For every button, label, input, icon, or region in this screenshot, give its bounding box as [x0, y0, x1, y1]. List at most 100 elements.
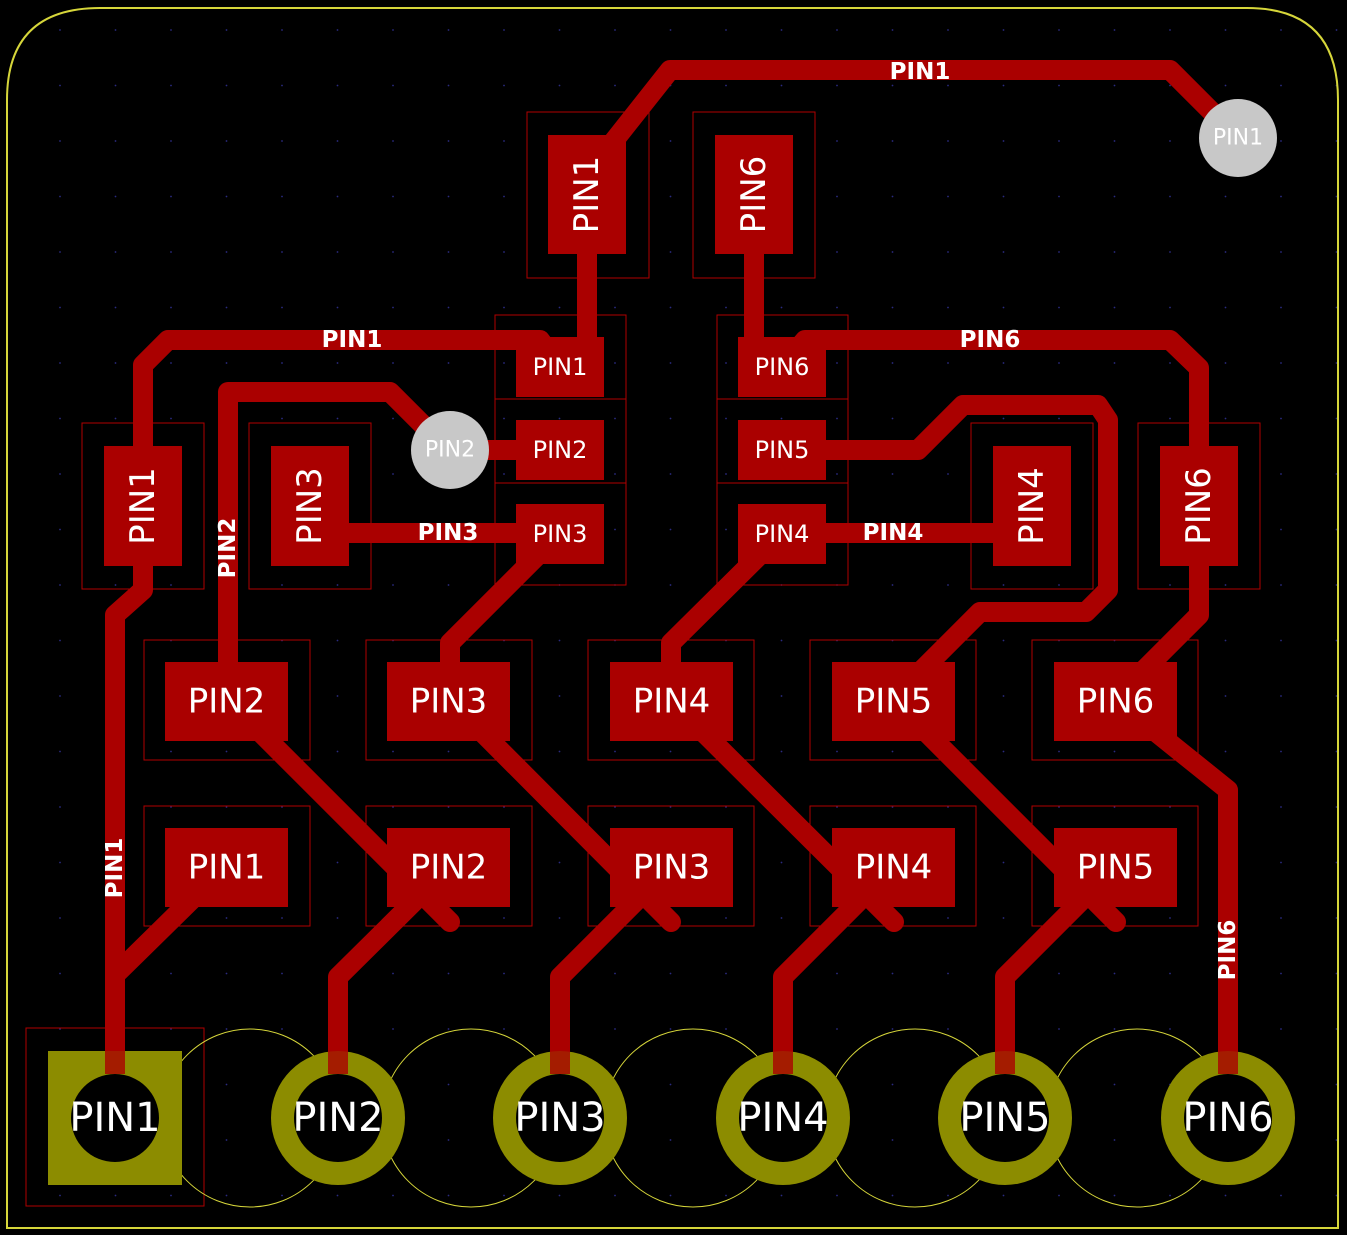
- header-pin-label: PIN3: [514, 1095, 605, 1141]
- via-label: PIN2: [425, 438, 475, 463]
- courtyard-outline: [143, 805, 311, 927]
- pad-label: PIN5: [1077, 848, 1155, 888]
- smd-pad[interactable]: PIN3: [271, 446, 349, 566]
- smd-pad[interactable]: PIN3: [610, 828, 733, 907]
- pad-label: PIN1: [567, 156, 607, 234]
- header-pin[interactable]: PIN6: [1161, 1051, 1295, 1185]
- pad-label: PIN6: [734, 156, 774, 234]
- header-pin-label: PIN6: [1182, 1095, 1273, 1141]
- smd-pad[interactable]: PIN5: [832, 662, 955, 741]
- smd-pad[interactable]: PIN4: [610, 662, 733, 741]
- trace-net-label: PIN1: [102, 838, 128, 899]
- pad-label: PIN3: [410, 682, 488, 722]
- courtyard-outline: [809, 639, 977, 761]
- pad-copper: [387, 828, 510, 907]
- pad-label: PIN5: [755, 436, 810, 464]
- trace-net-label: PIN2: [215, 518, 241, 579]
- drill-hole: [516, 1074, 604, 1162]
- trace-stub: [995, 1051, 1015, 1074]
- smd-pad[interactable]: PIN5: [738, 420, 826, 480]
- smd-pad[interactable]: PIN4: [993, 446, 1071, 566]
- via[interactable]: PIN1: [1199, 99, 1277, 177]
- smd-pad[interactable]: PIN6: [1054, 662, 1177, 741]
- pad-label: PIN2: [533, 436, 588, 464]
- pad-label: PIN6: [755, 353, 810, 381]
- pad-label: PIN4: [1012, 467, 1052, 545]
- header-pin[interactable]: PIN2: [271, 1051, 405, 1185]
- smd-pad[interactable]: PIN2: [387, 828, 510, 907]
- pad-copper: [738, 420, 826, 480]
- via[interactable]: PIN2: [411, 411, 489, 489]
- pad-label: PIN2: [188, 682, 266, 722]
- smd-pad[interactable]: PIN4: [832, 828, 955, 907]
- trace-stub: [773, 1051, 793, 1074]
- smd-pad[interactable]: PIN1: [165, 828, 288, 907]
- courtyard-outlines: [25, 111, 1261, 1208]
- pad-copper: [832, 828, 955, 907]
- courtyard-outline: [1031, 639, 1199, 761]
- smd-pad[interactable]: PIN1: [516, 337, 604, 397]
- drill-hole: [739, 1074, 827, 1162]
- via-circle: [411, 411, 489, 489]
- smd-pad[interactable]: PIN2: [516, 420, 604, 480]
- drill-hole: [1184, 1074, 1272, 1162]
- pad-copper: [1160, 446, 1238, 566]
- drill-hole: [71, 1074, 159, 1162]
- header-pin[interactable]: PIN3: [493, 1051, 627, 1185]
- pad-copper: [516, 420, 604, 480]
- pad-copper: [832, 662, 955, 741]
- pad-copper: [271, 446, 349, 566]
- trace-pin5: [772, 395, 1118, 710]
- pad-copper: [1054, 828, 1177, 907]
- smd-pad[interactable]: PIN6: [738, 337, 826, 397]
- trace-stub: [105, 1051, 125, 1074]
- pin-header-connector: PIN1 PIN2 PIN3 PIN4 PIN5 PIN6: [48, 1051, 1295, 1185]
- copper-traces: [105, 60, 1248, 1128]
- pad-label: PIN4: [855, 848, 933, 888]
- trace-net-label: PIN6: [960, 327, 1021, 353]
- smd-pad[interactable]: PIN2: [165, 662, 288, 741]
- pad-copper: [165, 828, 288, 907]
- smd-pad[interactable]: PIN6: [1160, 446, 1238, 566]
- pad-copper: [610, 828, 733, 907]
- smd-pad[interactable]: PIN1: [104, 446, 182, 566]
- header-pin[interactable]: PIN4: [716, 1051, 850, 1185]
- smd-pad[interactable]: PIN6: [715, 135, 793, 254]
- trace-net-label: PIN1: [322, 327, 383, 353]
- pad-copper: [715, 135, 793, 254]
- pad-copper: [738, 337, 826, 397]
- pad-label: PIN3: [533, 520, 588, 548]
- pad-copper: [610, 662, 733, 741]
- trace-net-label: PIN3: [418, 520, 479, 546]
- via-label: PIN1: [1213, 126, 1263, 151]
- smd-pad[interactable]: PIN4: [738, 504, 826, 564]
- header-pin[interactable]: PIN1: [48, 1051, 182, 1185]
- pad-copper: [993, 446, 1071, 566]
- board-edge-outline: [6, 7, 1339, 1229]
- pad-label: PIN1: [123, 467, 163, 545]
- header-pin-label: PIN1: [69, 1095, 160, 1141]
- smd-pad[interactable]: PIN5: [1054, 828, 1177, 907]
- pad-label: PIN6: [1179, 467, 1219, 545]
- header-pin-label: PIN2: [292, 1095, 383, 1141]
- pad-label: PIN1: [188, 848, 266, 888]
- trace-stub: [1218, 1051, 1238, 1074]
- trace-net-label: PIN4: [863, 520, 924, 546]
- pad-label: PIN3: [633, 848, 711, 888]
- drill-hole: [961, 1074, 1049, 1162]
- smd-pad[interactable]: PIN3: [516, 504, 604, 564]
- pad-label: PIN4: [755, 520, 810, 548]
- header-pin-label: PIN5: [959, 1095, 1050, 1141]
- pad-copper: [548, 135, 626, 254]
- trace-net-label: PIN6: [1215, 920, 1241, 981]
- smd-pad[interactable]: PIN3: [387, 662, 510, 741]
- pad-label: PIN5: [855, 682, 933, 722]
- pad-label: PIN3: [290, 467, 330, 545]
- header-pin[interactable]: PIN5: [938, 1051, 1072, 1185]
- trace-net-label: PIN1: [890, 59, 951, 85]
- smd-pad[interactable]: PIN1: [548, 135, 626, 254]
- pad-copper: [165, 662, 288, 741]
